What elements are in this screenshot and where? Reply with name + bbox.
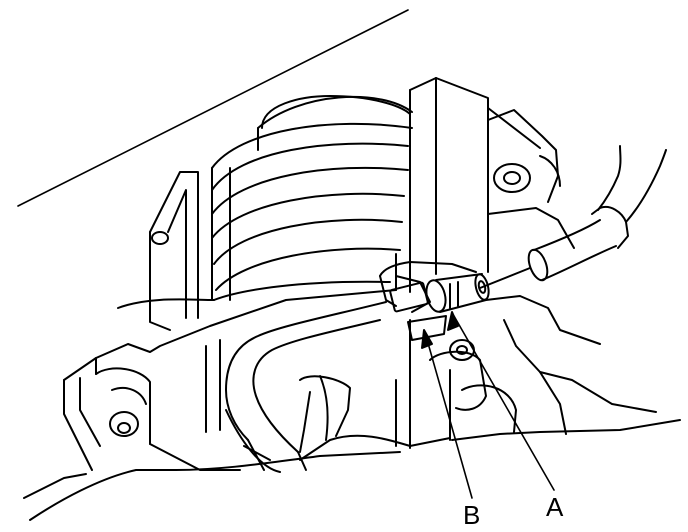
- leader-line-a: [453, 315, 555, 491]
- lower-bent-hose: [225, 301, 387, 471]
- lower-casting: [23, 289, 681, 521]
- panel-edge-line: [17, 9, 409, 207]
- left-bracket: [117, 171, 215, 331]
- leader-line-b: [425, 335, 473, 499]
- upper-right-hose: [479, 145, 667, 289]
- leader-arrow-b: [421, 329, 433, 349]
- callout-label-a: A: [546, 492, 564, 522]
- leader-arrow-a: [447, 311, 459, 331]
- right-upper-bracket: [487, 107, 575, 249]
- callout-label-b: B: [463, 500, 481, 530]
- engine-mount-cylinder: [211, 95, 413, 301]
- hose-connector-assembly: [379, 261, 490, 341]
- callout-leaders: [421, 311, 555, 499]
- vertical-plate: [395, 77, 489, 293]
